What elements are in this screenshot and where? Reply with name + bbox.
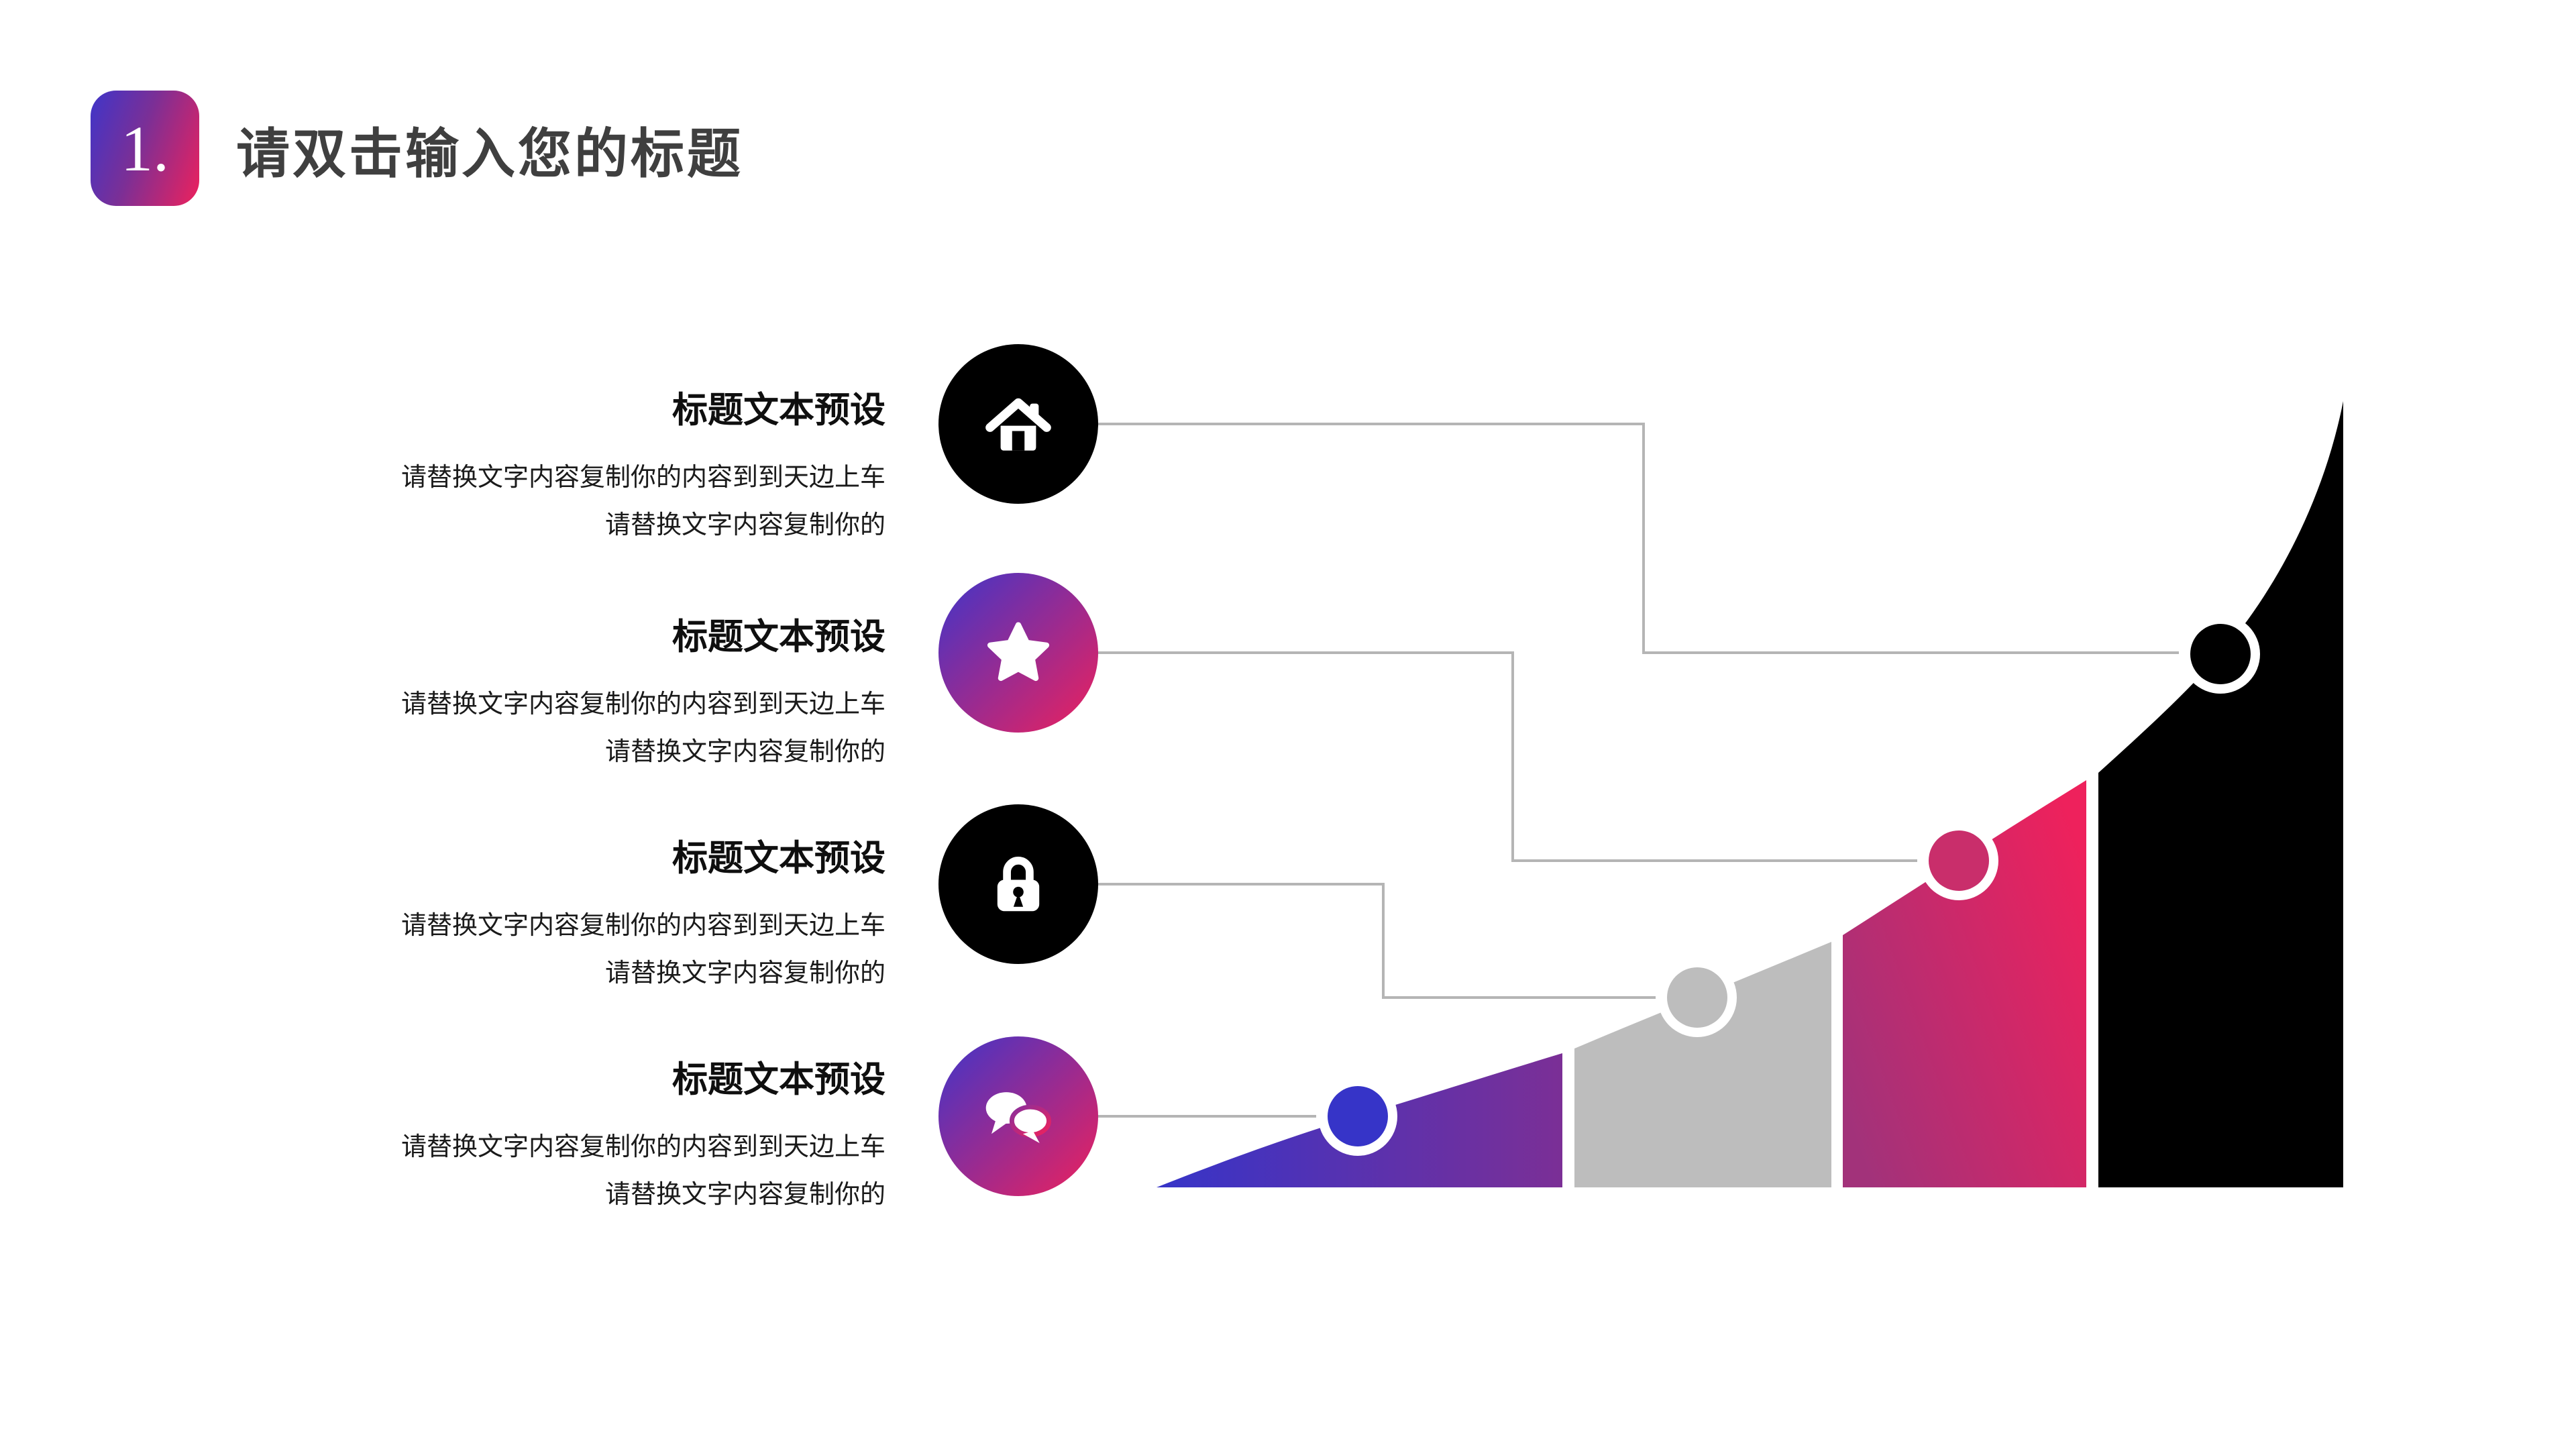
curve-markers [1318, 614, 2260, 1156]
section-body-line2: 请替换文字内容复制你的 [604, 511, 885, 539]
marker-dot-gray [1667, 967, 1727, 1028]
section-body-line1: 请替换文字内容复制你的内容到到天边上车 [400, 464, 885, 492]
slide-number: 1. [121, 112, 169, 184]
marker-dot-blue [1328, 1086, 1388, 1146]
lock-icon [938, 804, 1098, 964]
chart-segment-3-pink [1843, 780, 2086, 1187]
section-body-line2: 请替换文字内容复制你的 [604, 1181, 885, 1209]
section-body: 请替换文字内容复制你的内容到到天边上车 请替换文字内容复制你的 [201, 454, 885, 549]
marker-dot-black [2190, 624, 2251, 684]
section-body-line1: 请替换文字内容复制你的内容到到天边上车 [400, 912, 885, 940]
slide-number-badge: 1. [91, 91, 199, 206]
chat-icon [938, 1036, 1098, 1196]
section-title: 标题文本预设 [672, 391, 885, 430]
section-3: 标题文本预设 请替换文字内容复制你的内容到到天边上车 请替换文字内容复制你的 [201, 835, 885, 998]
marker-dot-pink [1929, 830, 1989, 891]
connector-home-to-black-marker [1018, 423, 2179, 654]
section-body-line1: 请替换文字内容复制你的内容到到天边上车 [400, 1133, 885, 1161]
section-body-line2: 请替换文字内容复制你的 [604, 959, 885, 987]
section-body: 请替换文字内容复制你的内容到到天边上车 请替换文字内容复制你的 [201, 681, 885, 776]
section-title: 标题文本预设 [672, 839, 885, 878]
section-body-line2: 请替换文字内容复制你的 [604, 738, 885, 766]
section-title: 标题文本预设 [672, 1061, 885, 1099]
section-1: 标题文本预设 请替换文字内容复制你的内容到到天边上车 请替换文字内容复制你的 [201, 387, 885, 549]
section-2: 标题文本预设 请替换文字内容复制你的内容到到天边上车 请替换文字内容复制你的 [201, 614, 885, 776]
page-title: 请双击输入您的标题 [236, 125, 743, 184]
section-body: 请替换文字内容复制你的内容到到天边上车 请替换文字内容复制你的 [201, 1124, 885, 1219]
section-body: 请替换文字内容复制你的内容到到天边上车 请替换文字内容复制你的 [201, 902, 885, 998]
connector-lock-to-gray-marker [1018, 883, 1656, 999]
chart-segment-2-gray [1574, 942, 1831, 1187]
star-icon [938, 573, 1098, 733]
section-body-line1: 请替换文字内容复制你的内容到到天边上车 [400, 690, 885, 718]
chart-segment-4-black [2098, 401, 2343, 1187]
section-4: 标题文本预设 请替换文字内容复制你的内容到到天边上车 请替换文字内容复制你的 [201, 1057, 885, 1219]
section-title: 标题文本预设 [672, 618, 885, 657]
home-icon [938, 344, 1098, 504]
connector-star-to-pink-marker [1018, 651, 1917, 862]
